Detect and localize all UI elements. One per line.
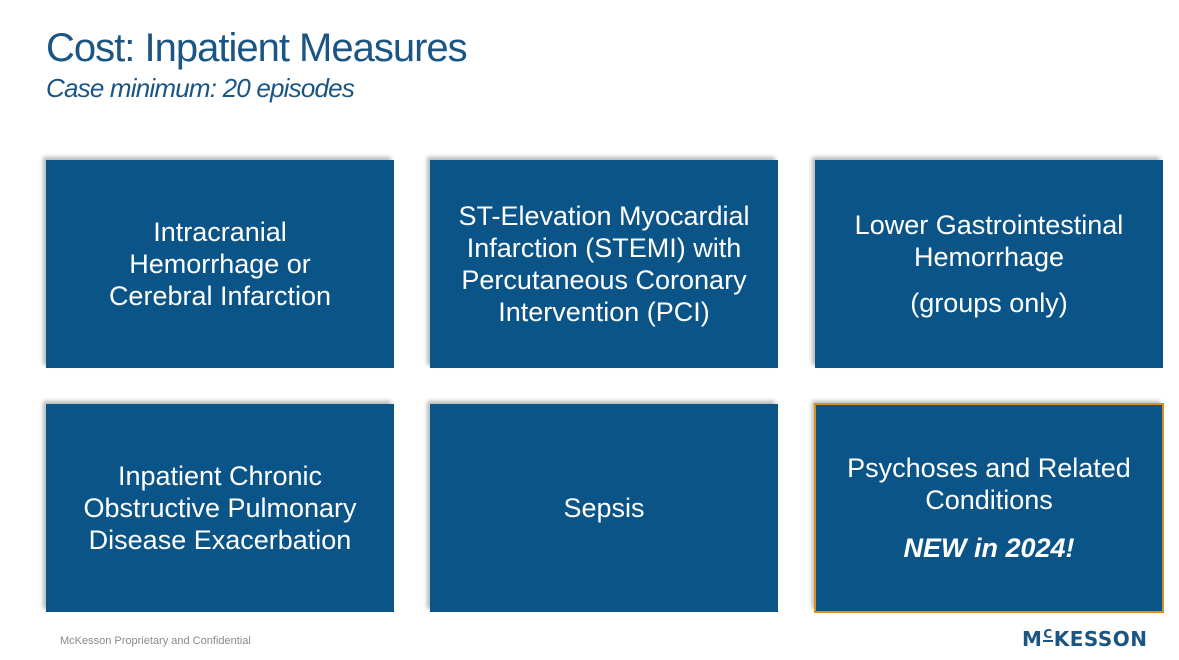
tile-label: Inpatient Chronic Obstructive Pulmonary … bbox=[83, 461, 357, 555]
slide-subtitle: Case minimum: 20 episodes bbox=[46, 73, 355, 103]
logo-prefix: M bbox=[1022, 627, 1043, 651]
measure-tile-lower-gi-hemorrhage: Lower Gastrointestinal Hemorrhage (group… bbox=[815, 160, 1163, 368]
tile-label: Intracranial Hemorrhage or Cerebral Infa… bbox=[108, 217, 332, 311]
tile-label: Sepsis bbox=[563, 493, 645, 523]
logo-rest: KESSON bbox=[1053, 627, 1148, 651]
tile-label: Lower Gastrointestinal Hemorrhage bbox=[854, 210, 1124, 272]
tile-label: Psychoses and Related Conditions bbox=[847, 453, 1131, 515]
mckesson-logo: MCKESSON bbox=[1022, 627, 1148, 651]
new-badge-text: NEW in 2024! bbox=[903, 533, 1075, 563]
measure-tile-copd-exacerbation: Inpatient Chronic Obstructive Pulmonary … bbox=[46, 404, 394, 612]
measure-tile-sepsis: Sepsis bbox=[430, 404, 778, 612]
measure-tile-intracranial-hemorrhage: Intracranial Hemorrhage or Cerebral Infa… bbox=[46, 160, 394, 368]
confidentiality-notice: McKesson Proprietary and Confidential bbox=[60, 635, 251, 647]
slide-title: Cost: Inpatient Measures bbox=[46, 26, 468, 70]
tile-note: (groups only) bbox=[910, 288, 1068, 318]
logo-superscript: C bbox=[1043, 627, 1053, 642]
measure-tile-psychoses: Psychoses and Related Conditions NEW in … bbox=[814, 403, 1164, 613]
tile-label: ST-Elevation Myocardial Infarction (STEM… bbox=[458, 201, 750, 327]
measure-tile-stemi-pci: ST-Elevation Myocardial Infarction (STEM… bbox=[430, 160, 778, 368]
